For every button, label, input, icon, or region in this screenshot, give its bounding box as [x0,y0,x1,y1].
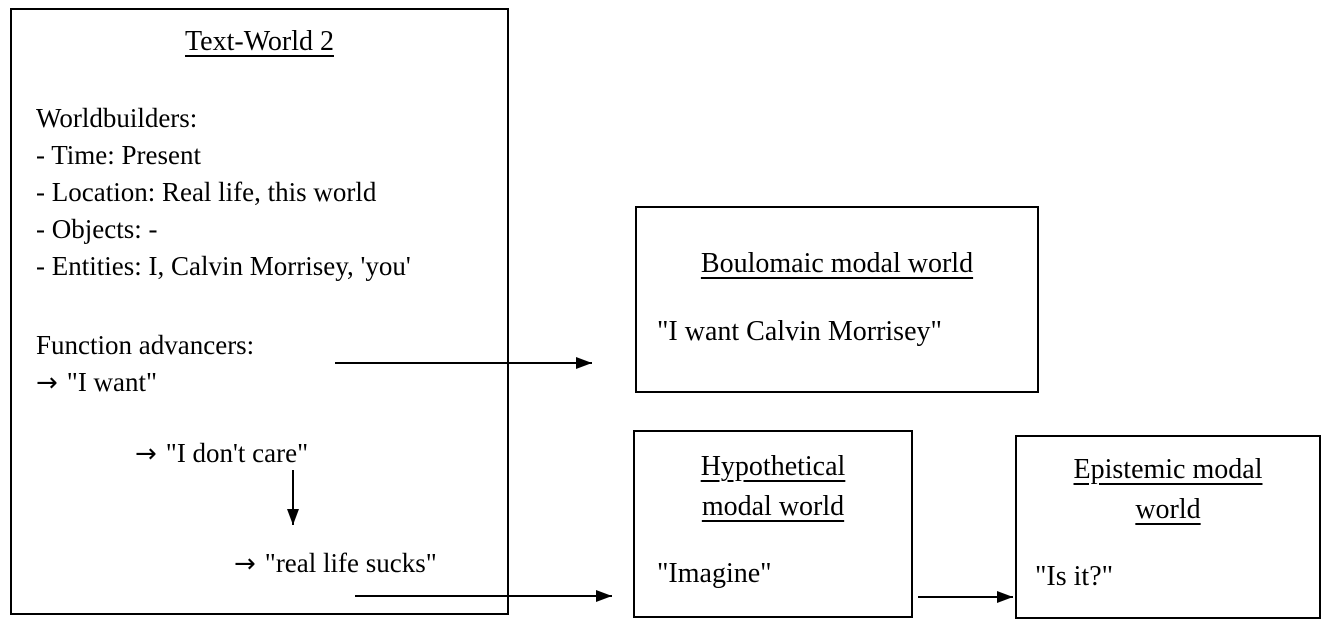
right-arrow-icon: → [135,439,157,469]
epistemic-title-line1: Epistemic modal [1073,454,1263,485]
hypothetical-quote: "Imagine" [657,558,772,589]
text-world-2-title: Text-World 2 [12,22,507,62]
function-advancer-i-want-label: "I want" [66,367,158,397]
right-arrow-icon: → [36,368,58,398]
epistemic-modal-world-box: Epistemic modal world "Is it?" [1015,435,1321,619]
function-advancers-heading: Function advancers: [36,330,255,360]
function-advancer-i-dont-care: → "I don't care" [135,438,308,469]
function-advancers-block: Function advancers: → "I want" [36,327,254,402]
worldbuilder-item-objects: - Objects: - [36,214,158,244]
epistemic-quote: "Is it?" [1035,561,1114,592]
worldbuilders-heading: Worldbuilders: [36,103,198,133]
epistemic-title-line2: world [1135,494,1201,525]
function-advancer-i-dont-care-label: "I don't care" [165,438,309,468]
function-advancer-real-life-sucks-label: "real life sucks" [264,548,437,578]
hypothetical-modal-world-box: Hypothetical modal world "Imagine" [633,430,913,618]
hypothetical-title: Hypothetical modal world [635,447,911,527]
worldbuilder-item-location: - Location: Real life, this world [36,177,377,207]
boulomaic-title: Boulomaic modal world [637,244,1037,284]
worldbuilder-item-time: - Time: Present [36,140,202,170]
worldbuilders-block: Worldbuilders: - Time: Present - Locatio… [36,100,411,285]
text-world-2-box: Text-World 2 Worldbuilders: - Time: Pres… [10,8,509,615]
text-world-2-title-text: Text-World 2 [185,26,334,57]
worldbuilder-item-entities: - Entities: I, Calvin Morrisey, 'you' [36,251,411,281]
right-arrow-icon: → [234,549,256,579]
hypothetical-title-line1: Hypothetical [700,451,846,482]
function-advancer-i-want: → "I want" [36,364,254,402]
boulomaic-modal-world-box: Boulomaic modal world "I want Calvin Mor… [635,206,1039,393]
function-advancer-real-life-sucks: → "real life sucks" [234,548,437,579]
hypothetical-title-line2: modal world [701,491,845,522]
epistemic-title: Epistemic modal world [1017,450,1319,530]
boulomaic-title-text: Boulomaic modal world [700,248,974,279]
boulomaic-quote: "I want Calvin Morrisey" [657,316,942,347]
